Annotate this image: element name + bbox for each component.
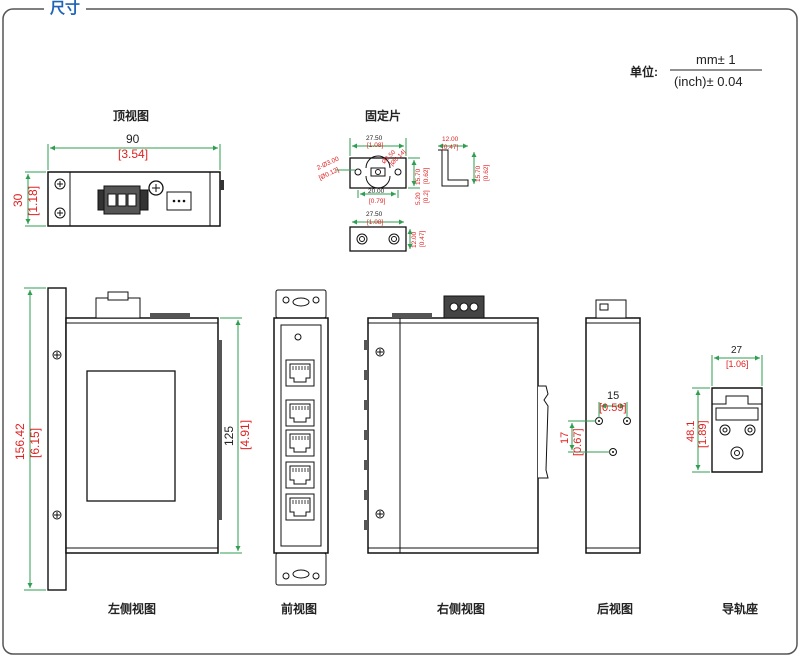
dim-bracket2-height: 12.00 — [411, 231, 418, 248]
rj45-port-icon — [285, 359, 315, 387]
dim-top-height: 30 — [11, 193, 25, 207]
dim-bracket-side-h: 15.70 — [475, 165, 482, 182]
console-port-icon — [166, 191, 192, 211]
dim-bracket-width-in: [1.08] — [367, 142, 383, 149]
screw-icon — [609, 448, 617, 456]
ground-screw-icon — [148, 180, 164, 196]
dim-left-height-in: [6.15] — [28, 428, 42, 458]
dim-top-width-in: [3.54] — [118, 147, 148, 161]
bracket-view: 27.50 [1.08] 20.00 [0.79] 2-Ø3.00 [Ø0.12… — [316, 135, 490, 252]
dim-left-body-in: [4.91] — [238, 420, 252, 450]
dim-bracket2-height-in: [0.47] — [419, 231, 426, 247]
vent-slot — [364, 490, 368, 500]
dim-back-width-in: [0.59] — [599, 402, 627, 414]
view-title-bracket: 固定片 — [365, 108, 401, 123]
view-title-front: 前视图 — [281, 601, 317, 616]
page-title: 尺寸 — [44, 0, 87, 18]
unit-mm: mm± 1 — [696, 52, 736, 67]
dim-top-height-in: [1.18] — [26, 186, 40, 216]
vent-slot — [364, 520, 368, 530]
rj45-port-icon — [285, 399, 315, 427]
dim-bracket-cc-in: [0.79] — [369, 198, 385, 205]
front-view — [273, 289, 329, 586]
screw-icon — [375, 347, 385, 357]
din-rail-view: 27 [1.06] 48.1 [1.89] — [685, 345, 763, 473]
screw-icon — [54, 207, 66, 219]
terminal-block-icon — [443, 295, 485, 319]
dim-bracket2-width: 27.50 — [366, 211, 383, 218]
dim-bracket-width: 27.50 — [366, 135, 383, 142]
screw-icon — [375, 509, 385, 519]
view-title-right: 右侧视图 — [436, 601, 485, 616]
dim-bracket-side-w-in: [0.47] — [442, 144, 458, 151]
rj45-port-icon — [285, 461, 315, 489]
screw-icon — [52, 350, 62, 360]
screw-icon — [595, 417, 603, 425]
rj45-port-icon — [285, 429, 315, 457]
dim-bracket-side-h-in: [0.62] — [483, 165, 490, 181]
dim-bracket-h1-in: [0.62] — [423, 168, 430, 184]
dim-bracket-h2: 5.20 — [415, 192, 422, 205]
dim-rail-width: 27 — [731, 345, 743, 356]
vent-slot — [364, 340, 368, 350]
screw-icon — [623, 417, 631, 425]
dim-bracket-h1: 15.70 — [415, 168, 422, 185]
dim-bracket2-width-in: [1.08] — [367, 219, 383, 226]
vent-slot — [364, 370, 368, 380]
drawing-border — [2, 8, 798, 655]
unit-block: 单位: mm± 1 (inch)± 0.04 — [630, 52, 762, 89]
dim-rail-height-in: [1.89] — [697, 420, 709, 448]
unit-label: 单位: — [630, 64, 658, 79]
view-title-left: 左侧视图 — [107, 601, 156, 616]
dim-back-width: 15 — [607, 390, 619, 402]
view-title-rail: 导轨座 — [722, 601, 758, 616]
screw-icon — [52, 510, 62, 520]
rj45-port-icon — [285, 493, 315, 521]
dim-back-height: 17 — [559, 432, 571, 444]
dim-rail-height: 48.1 — [685, 421, 697, 442]
left-side-view: 156.42 [6.15] 125 [4.91] — [13, 287, 252, 591]
view-title-back: 后视图 — [597, 601, 633, 616]
dim-bracket-side-w: 12.00 — [442, 136, 459, 143]
unit-inch: (inch)± 0.04 — [674, 74, 743, 89]
dim-rail-width-in: [1.06] — [726, 359, 749, 369]
right-side-view — [364, 295, 549, 554]
screw-icon — [54, 178, 66, 190]
dim-back-height-in: [0.67] — [572, 428, 584, 456]
top-view: 90 [3.54] 30 [1.18] — [11, 132, 224, 227]
dim-top-width: 90 — [126, 132, 140, 146]
dim-bracket-cc: 20.00 — [368, 188, 385, 195]
terminal-block-icon — [97, 185, 149, 215]
dim-left-height: 156.42 — [13, 423, 27, 460]
dim-left-body: 125 — [222, 426, 236, 446]
view-title-top: 顶视图 — [113, 108, 149, 123]
dim-bracket-h2-in: [0.2] — [423, 190, 430, 203]
vent-slot — [364, 400, 368, 410]
vent-slot — [364, 430, 368, 440]
vent-slot — [364, 460, 368, 470]
back-view: 15 [0.59] 17 [0.67] — [559, 299, 641, 554]
